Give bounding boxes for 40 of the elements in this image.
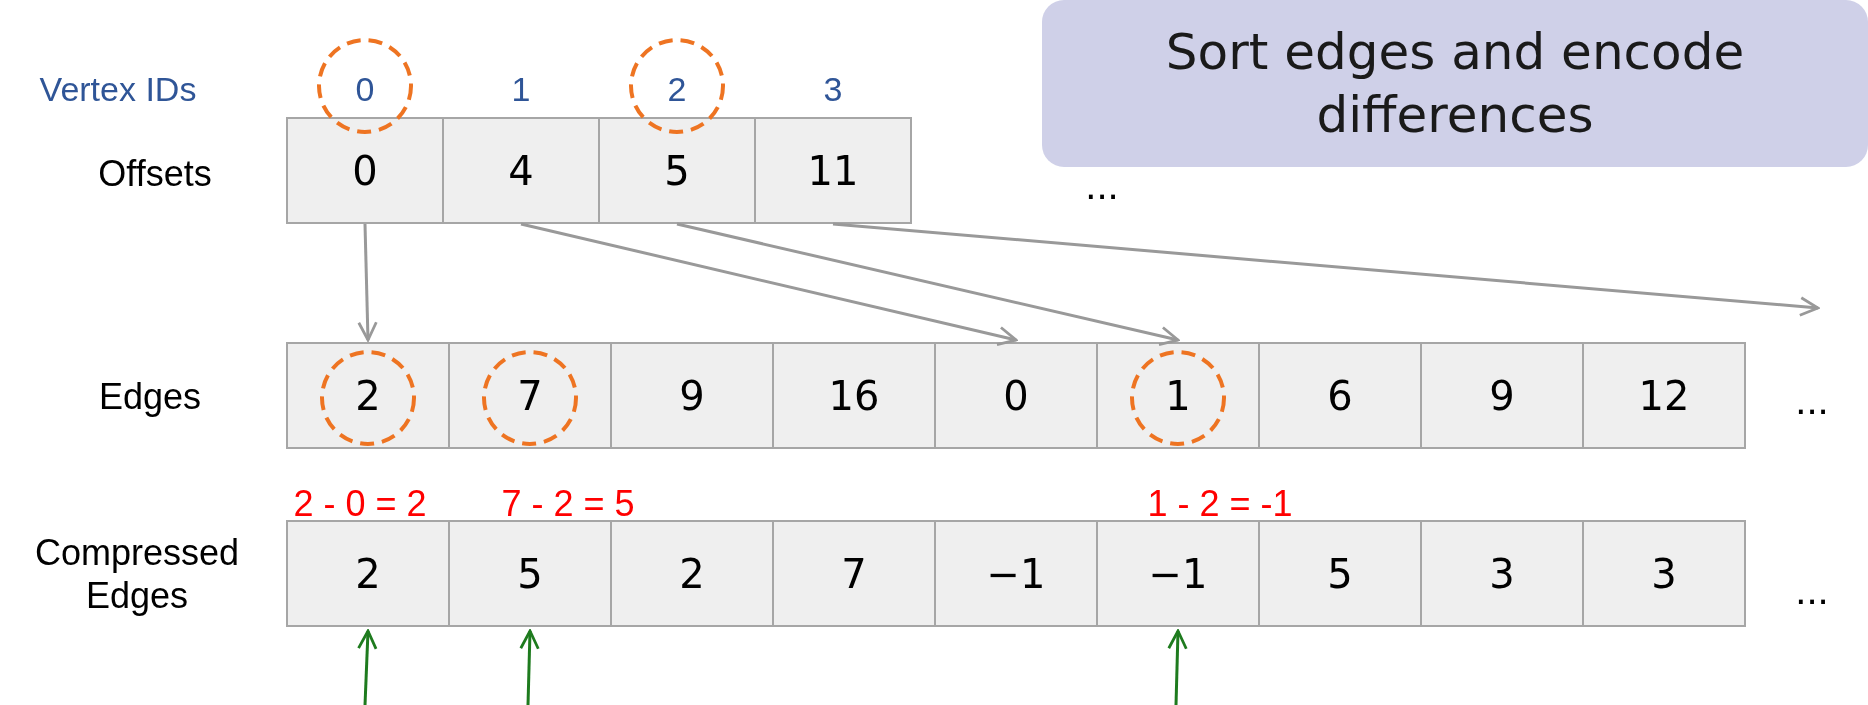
column-number: 1 [511, 69, 531, 109]
array-cell: 12 [1582, 342, 1746, 449]
array-cell: 3 [1582, 520, 1746, 627]
array-cell: 9 [1420, 342, 1584, 449]
array-cell: −1 [1096, 520, 1260, 627]
arrow [357, 223, 378, 342]
array-cell: 2 [610, 520, 774, 627]
array-cell: 5 [598, 117, 756, 224]
title-box: Sort edges and encode differences [1042, 0, 1868, 167]
array-cell: 2 [286, 342, 450, 449]
array-cell: 16 [772, 342, 936, 449]
array-cell: 0 [286, 117, 444, 224]
array-cell: 11 [754, 117, 912, 224]
array-cell: 7 [448, 342, 612, 449]
arrow [832, 222, 1820, 317]
array-cell: −1 [934, 520, 1098, 627]
array-cell: 7 [772, 520, 936, 627]
row-label: Vertex IDs [39, 69, 197, 109]
column-number: 0 [355, 69, 375, 109]
row-label: Edges [98, 376, 202, 418]
array-cell: 4 [442, 117, 600, 224]
array-cell: 3 [1420, 520, 1584, 627]
column-number: 3 [823, 69, 843, 109]
array-cell: 5 [448, 520, 612, 627]
array-cell: 9 [610, 342, 774, 449]
arrow [520, 222, 1018, 346]
array-cell: 0 [934, 342, 1098, 449]
arrow [519, 629, 540, 705]
array-cell: 6 [1258, 342, 1422, 449]
array-cell: 2 [286, 520, 450, 627]
array-cell: 1 [1096, 342, 1260, 449]
row-label: Offsets [98, 153, 212, 195]
arrow [357, 629, 378, 705]
arrow [1167, 629, 1188, 705]
row-label: Compressed Edges [33, 530, 241, 618]
ellipsis: ... [1795, 377, 1829, 423]
ellipsis: ... [1795, 567, 1829, 613]
array-cell: 5 [1258, 520, 1422, 627]
column-number: 2 [667, 69, 687, 109]
arrow [676, 222, 1180, 346]
